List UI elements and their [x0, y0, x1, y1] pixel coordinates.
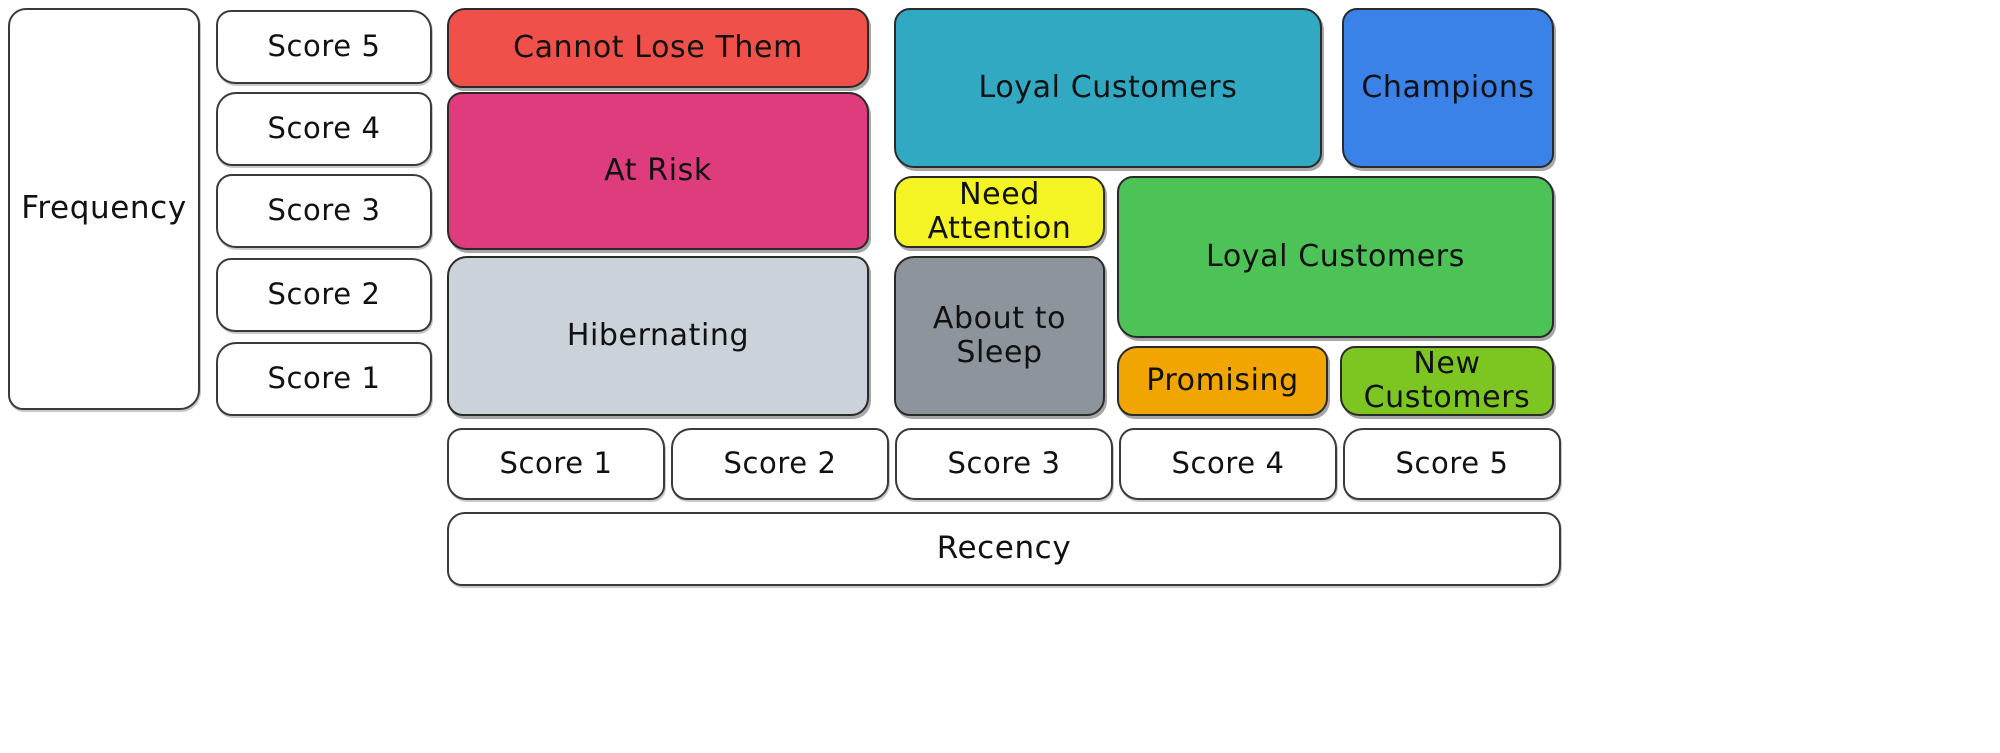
segment-hibernating[interactable]: Hibernating: [447, 256, 869, 416]
recency-axis-label: Recency: [447, 512, 1561, 586]
segment-cannot-lose-them[interactable]: Cannot Lose Them: [447, 8, 869, 88]
recency-tick-score-5: Score 5: [1343, 428, 1561, 500]
frequency-tick-score-2: Score 2: [216, 258, 432, 332]
frequency-tick-score-5: Score 5: [216, 10, 432, 84]
recency-tick-score-2: Score 2: [671, 428, 889, 500]
recency-tick-score-4: Score 4: [1119, 428, 1337, 500]
segment-need-attention[interactable]: Need Attention: [894, 176, 1105, 248]
segment-about-to-sleep[interactable]: About to Sleep: [894, 256, 1105, 416]
frequency-tick-score-1: Score 1: [216, 342, 432, 416]
recency-tick-score-1: Score 1: [447, 428, 665, 500]
segment-at-risk[interactable]: At Risk: [447, 92, 869, 250]
frequency-tick-score-3: Score 3: [216, 174, 432, 248]
segment-loyal-customers-teal[interactable]: Loyal Customers: [894, 8, 1322, 168]
segment-champions[interactable]: Champions: [1342, 8, 1554, 168]
segment-promising[interactable]: Promising: [1117, 346, 1328, 416]
recency-tick-score-3: Score 3: [895, 428, 1113, 500]
segment-loyal-customers-green[interactable]: Loyal Customers: [1117, 176, 1554, 338]
frequency-axis-label: Frequency: [8, 8, 200, 410]
segment-new-customers[interactable]: New Customers: [1340, 346, 1554, 416]
frequency-tick-score-4: Score 4: [216, 92, 432, 166]
